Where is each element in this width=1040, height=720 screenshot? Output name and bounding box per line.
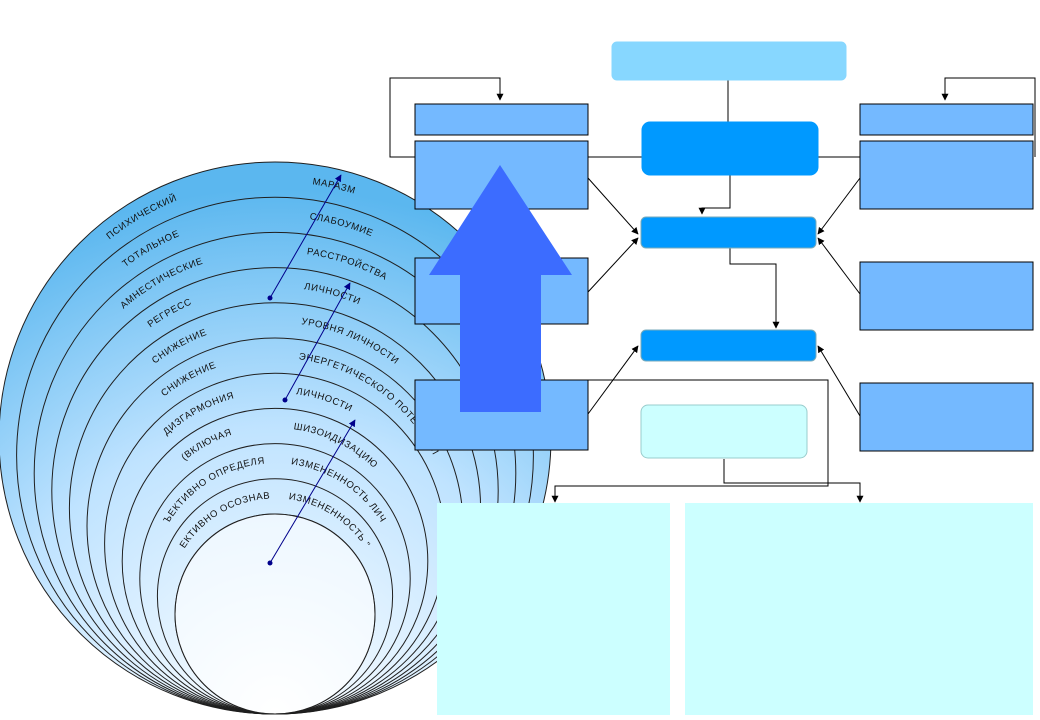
mid-bar-1 [640,216,817,249]
progression-arrow-upper [269,174,342,299]
right-header-box [859,103,1034,136]
connector-right1-bar1 [817,177,861,235]
connector-bar1-bar2 [729,248,780,329]
right-box-1 [859,140,1034,210]
progression-dot-upper [267,295,273,301]
bottom-panel-right [685,503,1033,715]
mid-bar-2 [640,329,817,362]
flowchart-boxes [414,41,1034,715]
connector-right-loop [941,77,1036,157]
connector-right2-bar1 [817,237,861,295]
right-box-2 [859,261,1034,331]
connector-left2-bar1 [587,237,639,293]
connectors [389,77,1036,503]
progression-arrows [267,174,356,566]
connector-left3-bottom [551,379,829,503]
connector-center-down [698,175,731,215]
connector-pale-bottom [723,459,864,503]
concentric-circles [0,161,552,715]
right-box-3 [859,382,1034,452]
big-up-arrow-icon [429,165,572,412]
ring-core [174,513,376,715]
progression-dot-lower [267,560,273,566]
progression-arrow-lower [269,419,356,564]
progression-arrow-middle [284,282,351,401]
progression-dot-middle [282,397,288,403]
center-box [641,121,819,176]
connector-right3-bar2 [817,345,861,417]
connector-left-loop [389,77,504,158]
left-header-box [414,103,589,136]
top-box [611,41,847,81]
connector-left1-bar1 [587,177,639,235]
pale-box [640,404,808,459]
bottom-panel-left [437,503,670,715]
